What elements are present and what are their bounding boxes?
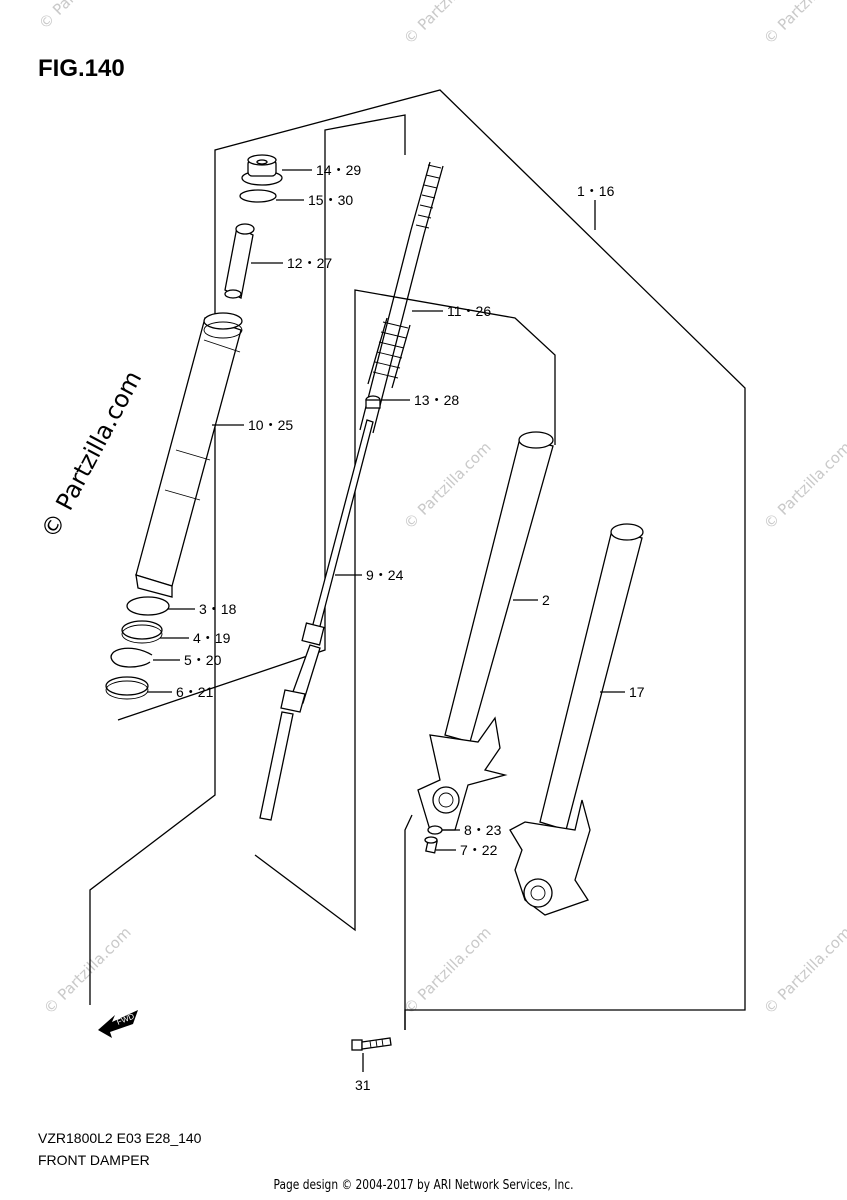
leader-lines	[147, 169, 625, 1072]
watermark-text: © Partzilla.com	[760, 438, 847, 533]
callout-7-22: 7・22	[460, 842, 498, 858]
coil-spring-part	[367, 317, 411, 389]
forward-direction-arrow: FWD	[98, 1010, 138, 1038]
stopper-ring-part	[110, 647, 153, 668]
cap-bolt-part	[241, 154, 283, 186]
gasket-part	[427, 825, 443, 835]
callout-4-19: 4・19	[193, 630, 231, 646]
watermark-text: © Partzilla.com	[400, 438, 495, 533]
guide-bushing-part	[105, 676, 149, 700]
outer-tube-right-part	[509, 523, 644, 916]
callout-8-23: 8・23	[464, 822, 502, 838]
callout-1-16: 1・16	[577, 183, 615, 199]
watermark-text: © Partzilla.com	[400, 0, 495, 48]
watermark-text: © Partzilla.com	[760, 923, 847, 1018]
collar-part	[365, 395, 381, 409]
copyright-footer: Page design © 2004-2017 by ARI Network S…	[273, 1178, 574, 1193]
damper-rod-part	[259, 419, 374, 821]
bolt-bracket	[404, 814, 413, 1030]
callout-11-26: 11・26	[447, 303, 491, 319]
callout-2: 2	[542, 592, 550, 608]
callout-5-20: 5・20	[184, 652, 222, 668]
watermark-text: © Partzilla.com	[35, 0, 130, 33]
internals-bracket	[117, 114, 406, 721]
o-ring-part	[239, 189, 277, 203]
callout-17: 17	[629, 684, 645, 700]
assembly-outline	[89, 89, 746, 1030]
axle-clamp-bolt-part	[351, 1037, 392, 1051]
watermark-text: © Partzilla.com	[400, 923, 495, 1018]
rod-bracket	[254, 289, 556, 932]
watermark-primary: © Partzilla.com	[36, 366, 148, 543]
figure-title: FIG.140	[38, 55, 125, 82]
callout-15-30: 15・30	[308, 192, 353, 208]
watermark-text: © Partzilla.com	[40, 923, 135, 1018]
callout-labels: 14・29 15・30 12・27 11・26 1・16 13・28 10・25…	[176, 162, 645, 1093]
dust-seal-part	[126, 596, 170, 616]
callout-6-21: 6・21	[176, 684, 214, 700]
inner-tube-part	[135, 312, 243, 598]
watermark-text: © Partzilla.com	[760, 0, 847, 48]
figure-caption: FRONT DAMPER	[38, 1152, 150, 1168]
callout-31: 31	[355, 1077, 371, 1093]
callout-10-25: 10・25	[248, 417, 293, 433]
callout-13-28: 13・28	[414, 392, 459, 408]
damper-bolt-part	[424, 836, 438, 854]
callout-3-18: 3・18	[199, 601, 237, 617]
spacer-part	[224, 223, 255, 299]
oil-seal-part	[121, 620, 163, 644]
model-code: VZR1800L2 E03 E28_140	[38, 1130, 202, 1146]
callout-14-29: 14・29	[316, 162, 361, 178]
callout-9-24: 9・24	[366, 567, 404, 583]
outer-tube-part	[417, 431, 554, 831]
callout-12-27: 12・27	[287, 255, 332, 271]
